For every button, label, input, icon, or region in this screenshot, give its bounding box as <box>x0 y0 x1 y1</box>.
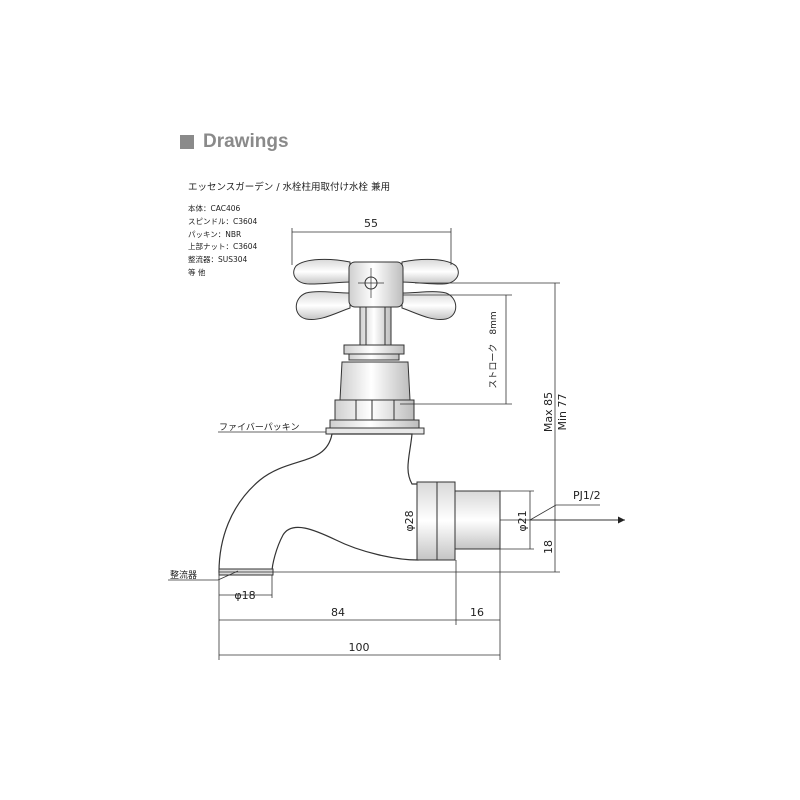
bonnet <box>329 361 420 429</box>
heading-square-icon <box>180 135 194 149</box>
fiber-packing <box>325 427 425 435</box>
drawings-heading: Drawings <box>180 131 289 153</box>
dim-body-diameter: φ28 <box>403 510 416 531</box>
dim-thread-diameter: φ21 <box>516 510 529 531</box>
label-aerator: 整流器 <box>170 569 197 581</box>
spindle-stem <box>359 306 392 348</box>
thread-spec: PJ1/2 <box>573 489 601 502</box>
dim-total-length: 100 <box>349 641 370 654</box>
label-fiber-packing: ファイバーパッキン <box>219 422 299 433</box>
spec-spindle: スピンドル：C3604 <box>188 216 258 226</box>
spec-top-nut: 上部ナット：C3604 <box>188 242 258 252</box>
dim-spout-length: 84 <box>331 606 345 619</box>
spec-packing: パッキン：NBR <box>188 229 242 239</box>
threaded-inlet <box>416 481 501 561</box>
spec-others: 等 他 <box>188 267 206 277</box>
dim-min-height: Min 77 <box>556 393 569 430</box>
material-specs: 本体：CAC406 スピンドル：C3604 パッキン：NBR 上部ナット：C36… <box>188 203 257 280</box>
cross-handle <box>293 258 459 321</box>
faucet-body <box>218 433 419 573</box>
top-nut <box>343 344 405 361</box>
spec-body: 本体：CAC406 <box>188 204 241 213</box>
heading-title: Drawings <box>203 131 289 152</box>
dim-spout-outlet: φ18 <box>234 589 255 602</box>
dim-stroke: ストローク 8mm <box>488 311 499 388</box>
dim-handle-width: 55 <box>364 217 378 230</box>
dimension-lines <box>168 228 600 660</box>
dim-thread-length: 16 <box>470 606 484 619</box>
spec-aerator: 整流器：SUS304 <box>188 255 248 265</box>
dim-max-height: Max 85 <box>542 392 555 432</box>
product-subtitle: エッセンスガーデン / 水栓柱用取付け水栓 兼用 <box>188 182 391 193</box>
dim-thread-height: 18 <box>542 540 555 554</box>
